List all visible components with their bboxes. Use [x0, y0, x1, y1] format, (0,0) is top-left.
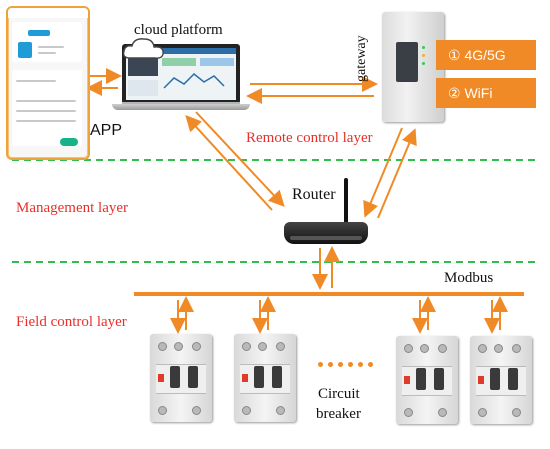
phone-action-button	[60, 138, 78, 146]
arrow-gateway-to-router	[363, 127, 403, 218]
phone-panel-bottom	[12, 70, 82, 146]
phone-text-line	[16, 110, 76, 112]
laptop-base	[112, 104, 250, 110]
cloud-icon	[122, 38, 164, 59]
circuit-breaker	[396, 336, 458, 424]
mobile-app-screenshot	[6, 6, 90, 160]
gateway-led	[422, 54, 425, 57]
router-antenna	[344, 178, 348, 224]
circuit-breaker-label-line1: Circuit	[318, 386, 360, 402]
phone-text-line	[38, 46, 64, 48]
arrow-router-to-cloud	[185, 115, 273, 211]
modbus-label: Modbus	[444, 270, 494, 286]
phone-text-line	[38, 52, 56, 54]
gateway-led	[422, 46, 425, 49]
circuit-breaker	[234, 334, 296, 422]
app-label: APP	[90, 122, 123, 139]
router-label: Router	[292, 186, 336, 203]
gateway-option-wifi: ② WiFi	[436, 78, 536, 108]
phone-text-line	[16, 100, 76, 102]
arrow-cloud-to-router	[195, 111, 285, 207]
cloud-platform-label: cloud platform	[134, 22, 223, 38]
gateway-front-panel	[396, 42, 418, 82]
bus-breaker-arrows	[170, 296, 508, 334]
router-device	[284, 222, 368, 244]
phone-text-line	[16, 80, 56, 82]
management-layer-label: Management layer	[16, 200, 129, 216]
circuit-breaker-label-line2: breaker	[316, 406, 361, 422]
remote-control-layer-label: Remote control layer	[246, 130, 373, 146]
dashboard-graphics	[126, 48, 236, 96]
field-control-layer-label: Field control layer	[16, 314, 127, 330]
gateway-label: gateway	[354, 35, 369, 82]
phone-text-line	[16, 120, 76, 122]
phone-tab-indicator	[28, 30, 50, 36]
gateway-device	[382, 12, 444, 122]
circuit-breaker	[150, 334, 212, 422]
circuit-breaker	[470, 336, 532, 424]
gateway-led	[422, 62, 425, 65]
gateway-option-4g5g: ① 4G/5G	[436, 40, 536, 70]
arrow-router-to-gateway	[377, 128, 417, 219]
laptop-hinge	[122, 102, 240, 105]
phone-status-bar	[8, 8, 88, 18]
phone-device-image	[18, 42, 32, 58]
router-front-strip	[290, 236, 362, 240]
